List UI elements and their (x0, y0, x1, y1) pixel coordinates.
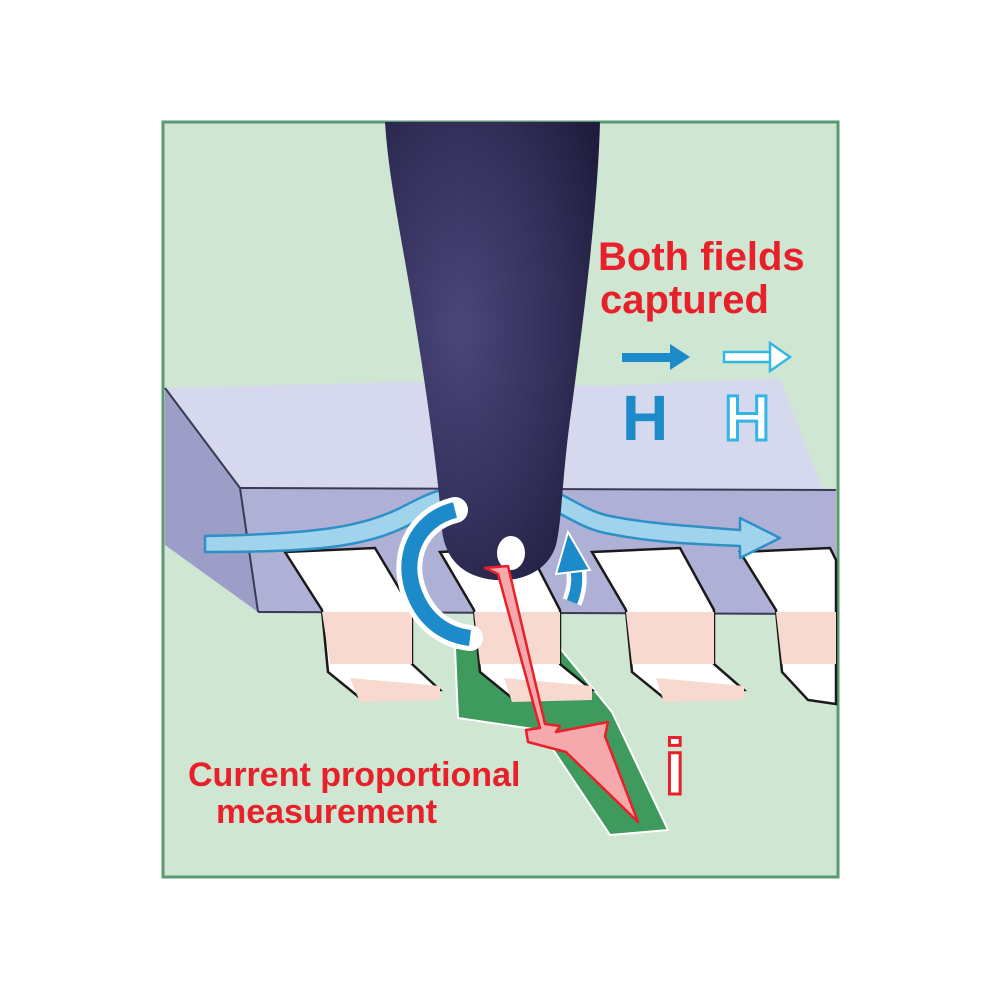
probe (385, 122, 600, 581)
h-vector-arrow-dark (622, 344, 690, 370)
electric-field-arrow (203, 486, 782, 560)
fields-captured-label: Both fields captured (598, 235, 805, 323)
chip-side-face (165, 388, 258, 612)
ic-pins (282, 546, 838, 706)
fields-label-line1: Both fields (598, 235, 805, 279)
current-label-line1: Current proportional (188, 756, 521, 794)
current-arrow (483, 564, 640, 824)
pin-4 (737, 546, 838, 706)
current-label-line2: measurement (216, 792, 438, 831)
probe-tip (497, 536, 525, 570)
h-magnetic-symbol: H (722, 382, 771, 454)
current-symbol: i (663, 723, 688, 811)
pin-3 (589, 546, 748, 702)
h-vector-arrow-light (722, 340, 793, 374)
h-electric-symbol: H (622, 382, 669, 454)
magnetic-field-loop (396, 497, 592, 651)
pin-1 (282, 546, 443, 702)
fields-label-line2: captured (600, 278, 769, 323)
current-measurement-label: Current proportional measurement (188, 757, 520, 830)
